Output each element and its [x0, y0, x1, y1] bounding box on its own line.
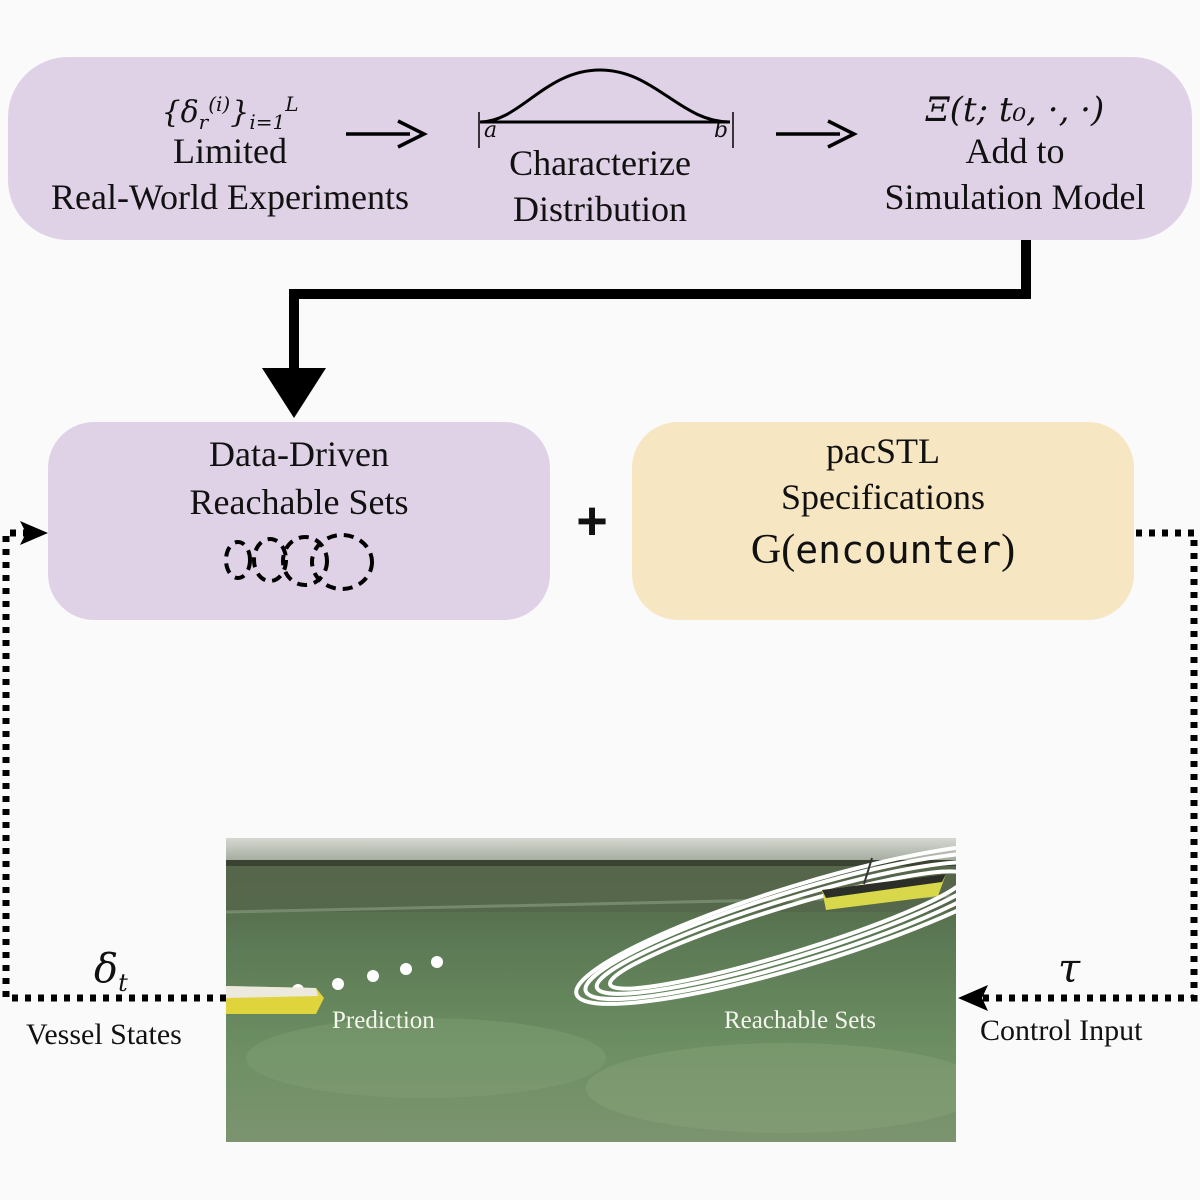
delta-subscript: t [118, 969, 128, 997]
distribution-line1: Characterize [509, 143, 691, 183]
distribution-block: Characterize Distribution [440, 140, 760, 232]
tank-photo [226, 838, 956, 1142]
control-input-symbol: τ [1058, 946, 1081, 992]
reachable-line2: Reachable Sets [189, 482, 409, 522]
vessel-small [226, 986, 324, 1014]
simulation-math: Ξ(t; t₀, ·, ·) [925, 90, 1105, 130]
reachable-sets-text: Data-Driven Reachable Sets [48, 430, 550, 526]
formula-suffix: ) [1001, 527, 1016, 573]
prediction-label: Prediction [332, 1007, 435, 1034]
specifications-box [632, 422, 1134, 620]
formula-mono: encounter [795, 528, 1002, 572]
arrow-simulation-to-reachable [262, 240, 1031, 418]
experiments-math: {δr(i)}i=1L [161, 92, 299, 134]
reachable-sets-box [48, 422, 550, 620]
spec-formula: G(encounter) [632, 520, 1134, 580]
vessel-state-symbol: δt [94, 946, 128, 997]
control-input-label: Control Input [980, 1014, 1143, 1047]
experiments-block: {δr(i)}i=1L Limited Real-World Experimen… [20, 84, 440, 220]
spec-line1: pacSTL [826, 431, 940, 471]
feedback-arrowhead-right [958, 985, 988, 1011]
specifications-text: pacSTL Specifications G(encounter) [632, 428, 1134, 580]
reachable-set-ellipses [574, 842, 956, 1006]
reachable-sets-icon [224, 533, 374, 591]
simulation-block: Ξ(t; t₀, ·, ·) Add to Simulation Model [860, 88, 1170, 220]
distribution-label-b: b [714, 118, 729, 143]
reachable-photo-label: Reachable Sets [724, 1007, 877, 1034]
distribution-line2: Distribution [512, 189, 687, 229]
pipeline-band [8, 57, 1192, 240]
arrow-experiments-to-distribution [346, 119, 428, 149]
spec-line2: Specifications [781, 477, 985, 517]
simulation-line2: Simulation Model [884, 177, 1146, 217]
vessel-states-label: Vessel States [26, 1018, 182, 1051]
experiments-line2: Real-World Experiments [51, 177, 409, 217]
distribution-label-a: a [484, 118, 498, 143]
reachable-line1: Data-Driven [209, 434, 389, 474]
distribution-curve [478, 68, 734, 148]
delta-symbol: δ [94, 946, 119, 992]
arrow-distribution-to-simulation [776, 119, 858, 149]
vessel-large [822, 857, 946, 910]
feedback-loop [2, 529, 1198, 1002]
plus-sign: + [576, 491, 608, 551]
simulation-line1: Add to [965, 131, 1065, 171]
formula-prefix: G( [750, 527, 796, 573]
feedback-arrowhead-left [20, 521, 48, 545]
experiments-line1: Limited [173, 131, 287, 171]
